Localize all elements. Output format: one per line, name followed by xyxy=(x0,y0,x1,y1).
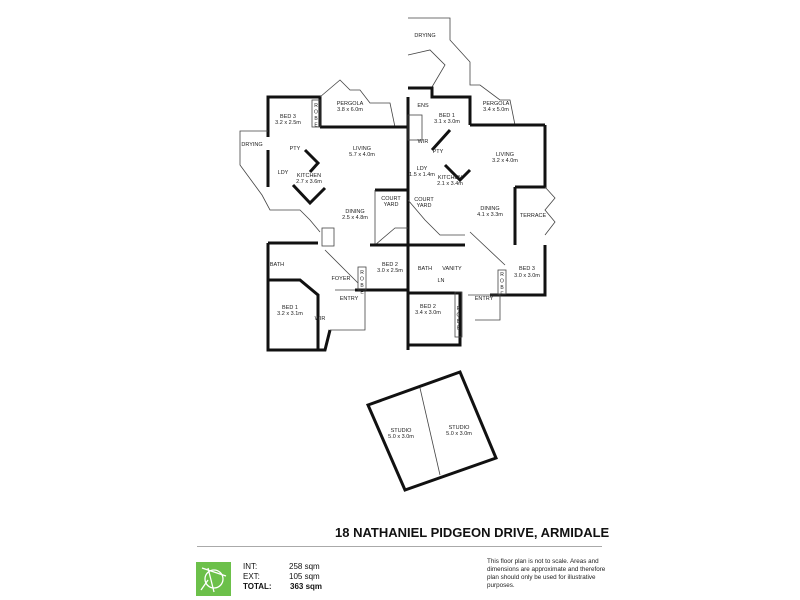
room-label-living: LIVING xyxy=(353,146,371,152)
total-value: 363 sqm xyxy=(290,582,323,591)
int-label: INT: xyxy=(243,562,258,571)
room-label-bath: BATH xyxy=(270,262,284,268)
room-label-bed3: BED 3 xyxy=(280,114,296,120)
room-label-wir: WIR xyxy=(418,139,429,145)
room-label-bed1: BED 1 xyxy=(282,305,298,311)
property-title: 18 NATHANIEL PIDGEON DRIVE, ARMIDALE xyxy=(335,525,610,540)
room-label-kitchen: KITCHEN xyxy=(438,175,462,181)
room-label-robe-bed2: ROBE xyxy=(359,270,365,296)
ext-value: 105 sqm xyxy=(289,572,320,581)
compass-logo-icon xyxy=(196,562,231,596)
room-label-ldy: LDY xyxy=(278,170,289,176)
room-label-pergola: PERGOLA xyxy=(483,101,510,107)
divider-line xyxy=(197,546,602,547)
room-dim-bed1: 3.2 x 3.1m xyxy=(277,311,303,317)
room-label-terrace: TERRACE xyxy=(520,213,547,219)
room-label-robe-bed2: ROBE xyxy=(456,306,462,332)
room-label-bed2: BED 2 xyxy=(382,262,398,268)
left-unit-labels: BED 3 3.2 x 2.5m PERGOLA 3.8 x 6.0m LIVI… xyxy=(241,101,403,322)
room-label-dining: DINING xyxy=(480,206,499,212)
room-label-vanity: VANITY xyxy=(442,266,462,272)
room-dim-living: 3.2 x 4.0m xyxy=(492,158,518,164)
room-dim-studio-2: 5.0 x 3.0m xyxy=(446,431,472,437)
total-label: TOTAL: xyxy=(243,582,272,591)
room-dim-living: 5.7 x 4.0m xyxy=(349,152,375,158)
room-label-bed2: BED 2 xyxy=(420,304,436,310)
disclaimer: This floor plan is not to scale. Areas a… xyxy=(487,558,606,589)
room-label-kitchen: KITCHEN xyxy=(297,173,321,179)
room-dim-bed2: 3.4 x 3.0m xyxy=(415,310,441,316)
room-dim-studio-1: 5.0 x 3.0m xyxy=(388,434,414,440)
room-label-bed1: BED 1 xyxy=(439,113,455,119)
room-dim-ldy: 1.5 x 1.4m xyxy=(409,172,435,178)
room-dim-bed1: 3.1 x 3.0m xyxy=(434,119,460,125)
room-dim-dining: 4.1 x 3.3m xyxy=(477,212,503,218)
room-label-pty: PTY xyxy=(290,146,301,152)
room-label-courtyard: COURT xyxy=(414,197,434,203)
room-label-drying: DRYING xyxy=(241,142,262,148)
room-dim-dining: 2.5 x 4.8m xyxy=(342,215,368,221)
room-label-studio-1: STUDIO xyxy=(391,428,413,434)
room-label-bed3: BED 3 xyxy=(519,266,535,272)
ext-label: EXT: xyxy=(243,572,260,581)
room-label-ln: LN xyxy=(437,278,444,284)
room-label-pty: PTY xyxy=(433,149,444,155)
room-dim-pergola: 3.4 x 5.0m xyxy=(483,107,509,113)
room-dim-bed3: 3.0 x 3.0m xyxy=(514,273,540,279)
room-label-entry: ENTRY xyxy=(475,296,494,302)
room-label-courtyard: COURT xyxy=(381,196,401,202)
studio-labels: STUDIO 5.0 x 3.0m STUDIO 5.0 x 3.0m xyxy=(388,425,472,440)
right-unit-labels: DRYING ENS BED 1 3.1 x 3.0m PERGOLA 3.4 … xyxy=(409,33,546,332)
room-label-wir: WIR xyxy=(315,316,326,322)
room-label-studio-2: STUDIO xyxy=(449,425,471,431)
room-dim-pergola: 3.8 x 6.0m xyxy=(337,107,363,113)
room-dim-kitchen: 2.1 x 3.4m xyxy=(437,181,463,187)
room-label-foyer: FOYER xyxy=(332,276,351,282)
room-label-courtyard-2: YARD xyxy=(384,202,399,208)
room-label-ens: ENS xyxy=(417,103,429,109)
room-label-pergola: PERGOLA xyxy=(337,101,364,107)
left-unit-walls xyxy=(239,79,410,352)
room-label-courtyard-2: YARD xyxy=(417,203,432,209)
room-dim-bed3: 3.2 x 2.5m xyxy=(275,120,301,126)
room-label-bath: BATH xyxy=(418,266,432,272)
right-unit-walls xyxy=(407,17,556,347)
room-label-drying: DRYING xyxy=(414,33,435,39)
room-label-robe-bed3: ROBE xyxy=(499,272,505,298)
room-dim-bed2: 3.0 x 2.5m xyxy=(377,268,403,274)
room-label-ldy: LDY xyxy=(417,166,428,172)
room-label-living: LIVING xyxy=(496,152,514,158)
room-label-robe-bed3: ROBE xyxy=(313,103,319,129)
studio-walls xyxy=(365,370,498,492)
room-dim-kitchen: 2.7 x 3.6m xyxy=(296,179,322,185)
int-value: 258 sqm xyxy=(289,562,320,571)
room-label-entry: ENTRY xyxy=(340,296,359,302)
room-label-dining: DINING xyxy=(345,209,364,215)
